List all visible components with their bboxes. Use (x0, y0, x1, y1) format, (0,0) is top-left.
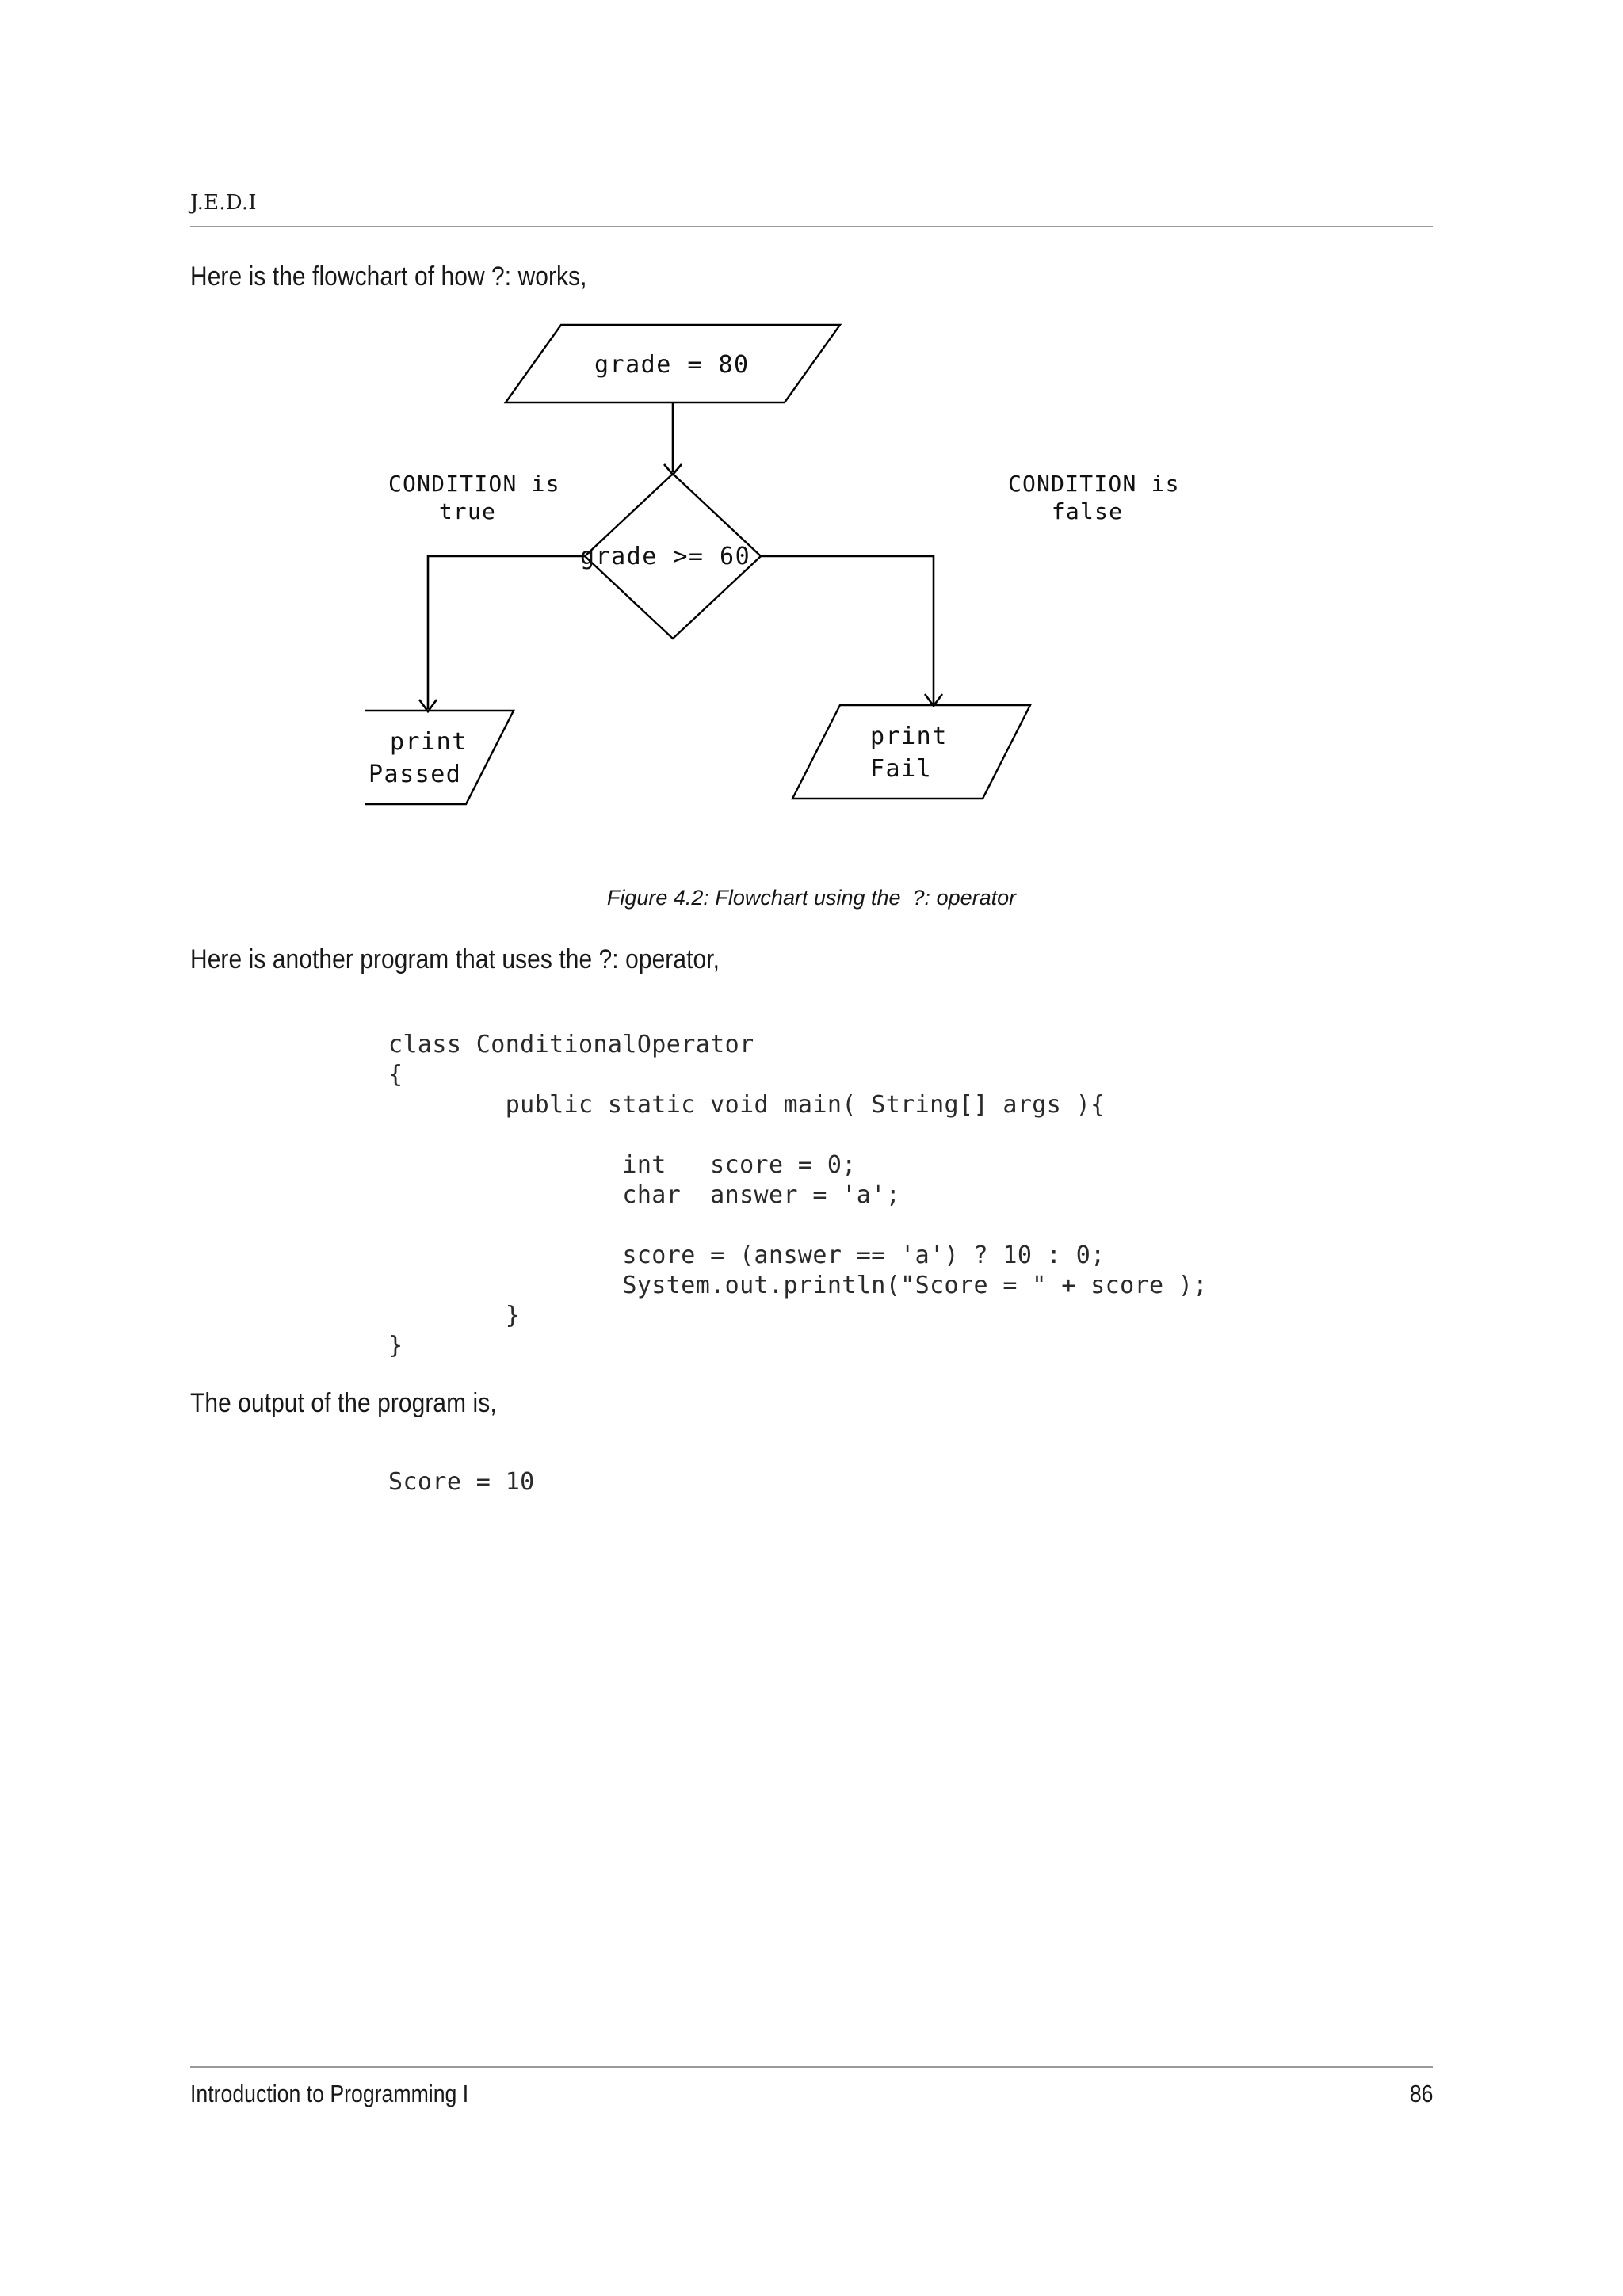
code-block-output: Score = 10 (388, 1468, 535, 1496)
footer-book-title: Introduction to Programming I (190, 2080, 469, 2107)
connector-true-branch (426, 555, 585, 709)
flowchart-true-parallelogram (365, 709, 515, 806)
header-divider (190, 226, 1433, 227)
code-block-program: class ConditionalOperator { public stati… (388, 1031, 1208, 1360)
flowchart-input-label: grade = 80 (594, 351, 750, 379)
page-header: J.E.D.I (190, 193, 1433, 213)
flowchart-input-parallelogram (503, 323, 842, 404)
figure-caption: Figure 4.2: Flowchart using the ?: opera… (606, 886, 1017, 910)
footer-page-number: 86 (1409, 2080, 1433, 2107)
condition-true-label-line2: true (439, 498, 496, 524)
header-title: J.E.D.I (190, 191, 257, 215)
flowchart-decision-diamond (583, 472, 762, 640)
flowchart-decision-label: grade >= 60 (580, 543, 750, 570)
condition-false-label-line1: CONDITION is (1008, 471, 1180, 497)
output-paragraph: The output of the program is, (190, 1388, 497, 1418)
page-footer: Introduction to Programming I 86 (190, 2080, 1433, 2108)
intro-paragraph: Here is the flowchart of how ?: works, (190, 261, 587, 292)
flowchart-true-label-line1: print (390, 728, 468, 756)
flowchart-false-parallelogram (791, 704, 1032, 800)
flowchart-true-label-line2: Passed (369, 761, 461, 788)
second-paragraph: Here is another program that uses the ?:… (190, 944, 720, 974)
condition-false-label-line2: false (1052, 498, 1123, 524)
footer-divider (190, 2066, 1433, 2068)
flowchart-false-label-line1: print (870, 723, 948, 750)
flowchart-figure: grade = 80 grade >= 60 print Passed prin… (365, 309, 1268, 864)
condition-true-label-line1: CONDITION is (388, 471, 560, 497)
flowchart-false-label-line2: Fail (870, 755, 932, 783)
connector-false-branch (761, 555, 935, 704)
